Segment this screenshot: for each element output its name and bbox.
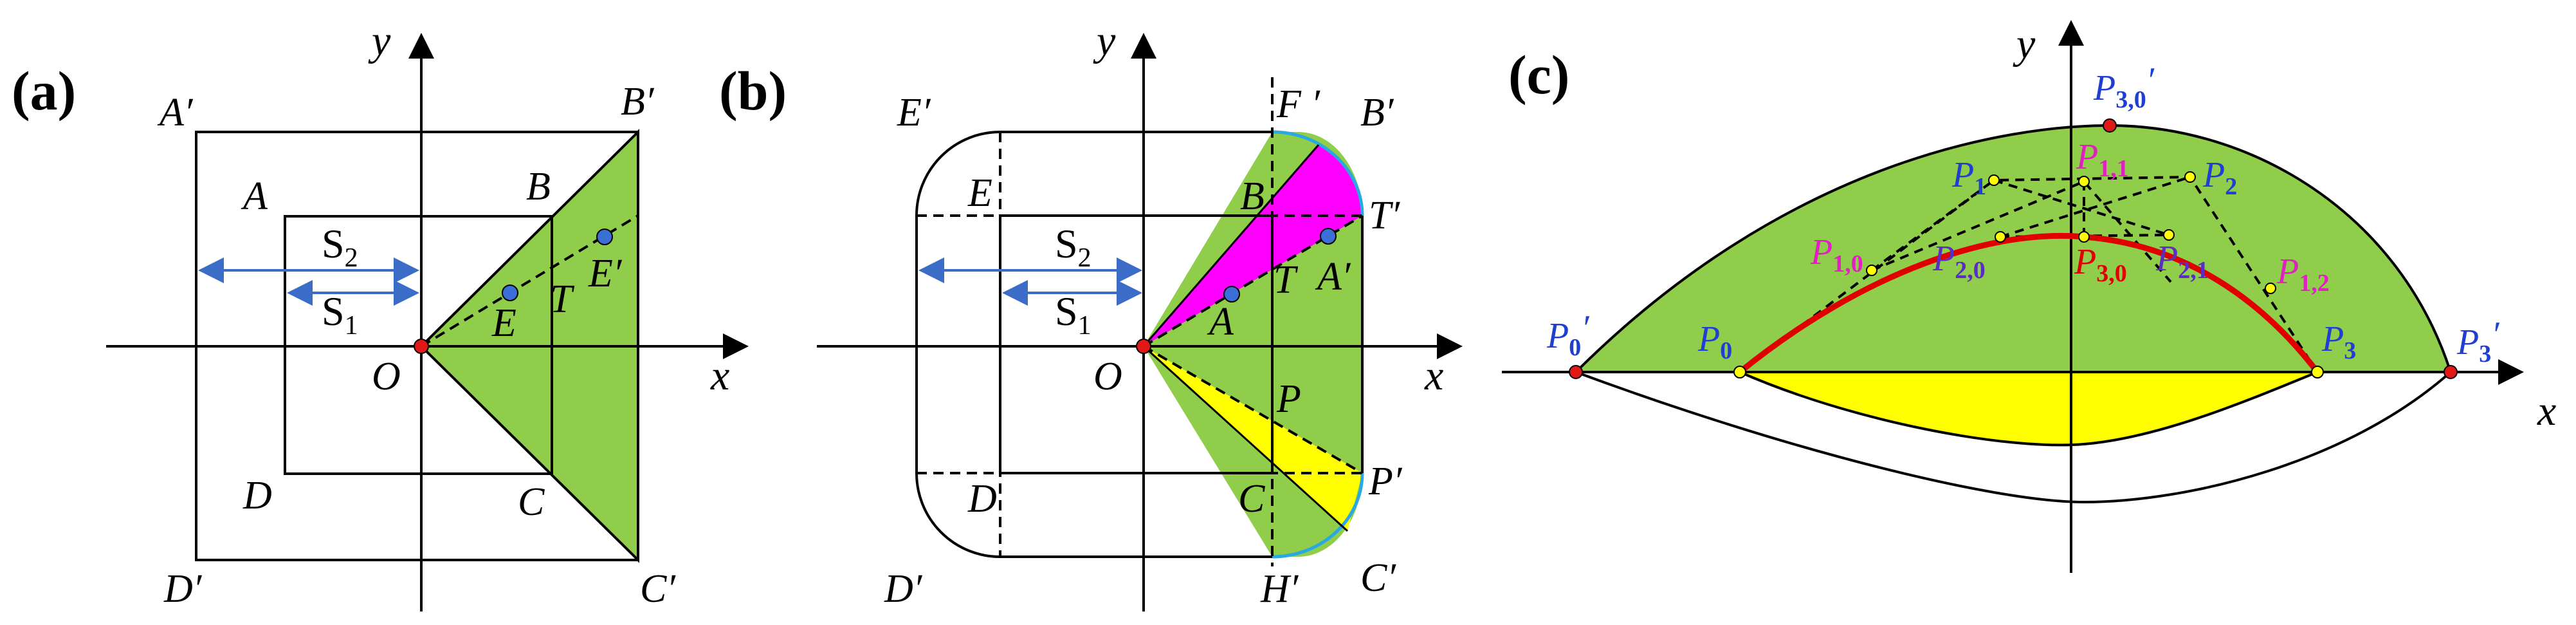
panel-b-ray-t bbox=[1142, 214, 1364, 348]
panel-a: (a) x y S2 S1 O A′ B′ C′ D′ A B C D E bbox=[12, 17, 749, 611]
panel-a-label-a-prime: A′ bbox=[157, 91, 194, 135]
panel-c-label-p12: P1,2 bbox=[2276, 252, 2330, 297]
panel-b-right-arc-top bbox=[1272, 130, 1364, 216]
panel-c-label-p1: P1 bbox=[1951, 155, 1986, 200]
panel-b-label-d: D bbox=[967, 477, 997, 521]
panel-c-point-p0 bbox=[1733, 366, 1746, 378]
panel-a-label-t: T bbox=[550, 277, 575, 321]
panel-c-label-p30: P3,0 bbox=[2074, 242, 2127, 287]
panel-b-label-f-prime: F ′ bbox=[1276, 82, 1320, 126]
panel-c-lower-outline bbox=[1575, 371, 2452, 504]
panel-c-point-p1 bbox=[1988, 174, 2000, 186]
panel-b-yellow-region bbox=[1144, 346, 1362, 531]
panel-a-label-b-prime: B′ bbox=[621, 80, 655, 124]
panel-b-label-p: P bbox=[1276, 377, 1301, 421]
panel-c-x-label: x bbox=[2537, 387, 2556, 434]
panel-c: (c) x y P0′ bbox=[1502, 20, 2556, 573]
panel-b-label-t-prime: T′ bbox=[1369, 194, 1400, 238]
panel-c-label-p0: P0 bbox=[1697, 319, 1732, 364]
panel-a-label-a: A bbox=[241, 174, 268, 218]
panel-a-origin-point bbox=[414, 339, 429, 354]
panel-b-right-arc-bottom bbox=[1272, 472, 1364, 559]
panel-c-point-p20 bbox=[1995, 231, 2006, 243]
panel-b-label-b: B bbox=[1240, 174, 1265, 218]
panel-c-y-label: y bbox=[2013, 21, 2036, 68]
panel-a-x-label: x bbox=[710, 352, 729, 399]
panel-c-label-p11: P1,1 bbox=[2076, 137, 2129, 182]
panel-a-label-e-prime: E′ bbox=[588, 252, 623, 295]
panel-b-ray-b bbox=[1142, 144, 1320, 347]
panel-c-point-p2 bbox=[2184, 171, 2196, 183]
panel-a-tag: (a) bbox=[12, 60, 76, 122]
panel-b-point-a-prime bbox=[1320, 228, 1337, 245]
panel-b-label-h-prime: H′ bbox=[1260, 567, 1299, 611]
panel-a-s2-label: S2 bbox=[322, 221, 358, 273]
panel-c-label-p3-prime: P3′ bbox=[2456, 315, 2499, 368]
panel-c-point-p11 bbox=[2078, 176, 2090, 187]
panel-a-s1-label: S1 bbox=[322, 288, 358, 340]
panel-c-point-p3-prime bbox=[2444, 365, 2458, 379]
panel-c-point-p21 bbox=[2163, 229, 2175, 241]
panel-a-point-e-prime bbox=[596, 229, 613, 245]
panel-b-ray-p bbox=[1142, 345, 1364, 474]
panel-b-magenta-region bbox=[1144, 145, 1362, 346]
panel-b-y-label: y bbox=[1093, 17, 1116, 64]
panel-c-label-p20: P2,0 bbox=[1932, 239, 1986, 284]
panel-c-point-p30-prime bbox=[2103, 118, 2117, 133]
panel-b: (b) x y S2 S1 bbox=[719, 17, 1463, 611]
panel-b-label-d-prime: D′ bbox=[884, 567, 923, 611]
panel-b-s2-label: S2 bbox=[1055, 221, 1092, 273]
panel-b-tag: (b) bbox=[719, 60, 787, 122]
panel-a-label-c-prime: C′ bbox=[640, 567, 676, 611]
panel-b-s1-label: S1 bbox=[1055, 288, 1092, 340]
panel-c-label-p21: P2,1 bbox=[2155, 239, 2209, 284]
panel-b-label-o: O bbox=[1093, 355, 1122, 398]
panel-a-y-label: y bbox=[368, 17, 391, 64]
panel-c-label-p0-prime: P0′ bbox=[1546, 308, 1589, 361]
panel-b-label-p-prime: P′ bbox=[1368, 460, 1403, 503]
panel-b-label-b-prime: B′ bbox=[1360, 91, 1394, 135]
panel-b-rounded-outer bbox=[915, 131, 1272, 558]
panel-b-x-label: x bbox=[1424, 352, 1443, 399]
panel-c-diag-3 bbox=[2000, 176, 2191, 238]
panel-b-label-c: C bbox=[1238, 477, 1265, 521]
panel-b-origin-point bbox=[1136, 339, 1151, 354]
panel-a-label-d-prime: D′ bbox=[163, 567, 203, 611]
panel-a-label-o: O bbox=[372, 355, 401, 398]
panel-b-label-c-prime: C′ bbox=[1360, 556, 1396, 600]
panel-c-label-p10: P1,0 bbox=[1810, 232, 1863, 277]
panel-a-point-e bbox=[502, 285, 518, 301]
panel-c-point-p30 bbox=[2078, 231, 2090, 243]
panel-c-label-p3: P3 bbox=[2321, 319, 2356, 364]
panel-b-label-t: T bbox=[1274, 258, 1299, 302]
panel-b-label-e-prime: E′ bbox=[897, 91, 931, 135]
panel-c-point-p10 bbox=[1866, 265, 1877, 276]
panel-a-label-c: C bbox=[518, 480, 545, 524]
panel-b-point-a bbox=[1223, 286, 1240, 303]
panel-c-yellow-region bbox=[1739, 371, 2318, 447]
panel-b-label-a: A bbox=[1207, 300, 1234, 344]
panel-c-point-p0-prime bbox=[1569, 365, 1583, 379]
panel-b-label-a-prime: A′ bbox=[1315, 255, 1351, 299]
panel-a-label-d: D bbox=[242, 474, 272, 518]
panel-a-label-e: E bbox=[491, 301, 516, 345]
panel-c-label-p30-prime: P3,0′ bbox=[2093, 61, 2155, 113]
panel-b-label-e: E bbox=[967, 171, 992, 215]
panel-c-point-p3 bbox=[2311, 366, 2324, 378]
panel-c-diag-1 bbox=[1870, 179, 1995, 272]
panel-c-point-p12 bbox=[2265, 283, 2276, 294]
panel-b-ray-c bbox=[1142, 345, 1349, 532]
panel-a-label-b: B bbox=[526, 165, 551, 209]
panel-c-control-polygon bbox=[1739, 175, 2319, 373]
panel-c-label-p2: P2 bbox=[2202, 155, 2237, 200]
panel-c-tag: (c) bbox=[1508, 44, 1569, 106]
